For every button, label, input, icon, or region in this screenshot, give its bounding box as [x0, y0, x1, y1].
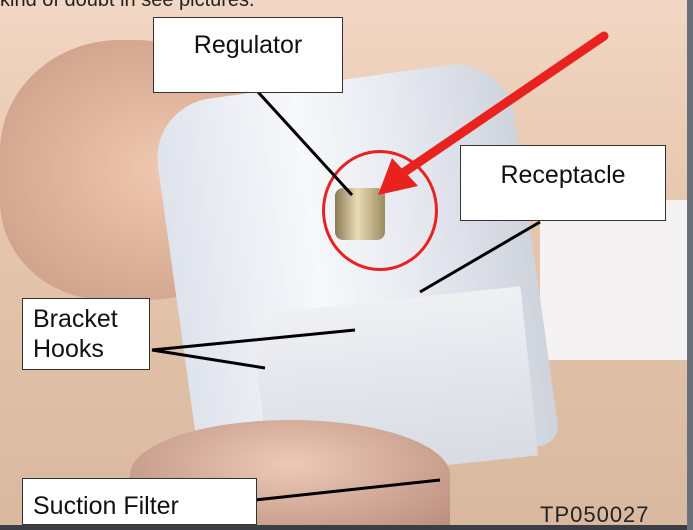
receptacle-leader [419, 220, 541, 294]
regulator-leader [256, 90, 354, 197]
red-arrow-head [378, 158, 418, 195]
label-regulator: Regulator [153, 17, 343, 93]
bracket-hooks-leader-2 [151, 348, 266, 370]
label-bracket-hooks-line1: Bracket [33, 305, 118, 333]
figure-code: TP050027 [540, 502, 650, 527]
bracket-hooks-leader-1 [151, 328, 356, 352]
label-receptacle: Receptacle [460, 145, 666, 221]
label-bracket-hooks: Bracket Hooks [22, 298, 150, 370]
red-circle-annotation [322, 150, 438, 271]
caption-partial: kind of doubt in see pictures. [0, 0, 255, 11]
suction-filter-leader [254, 478, 441, 502]
bottom-border [0, 525, 693, 530]
red-arrow-shaft [395, 31, 609, 180]
label-bracket-hooks-line2: Hooks [33, 335, 104, 363]
background-bracket [540, 200, 687, 360]
right-border [687, 0, 693, 530]
label-suction-filter: Suction Filter [22, 478, 257, 525]
